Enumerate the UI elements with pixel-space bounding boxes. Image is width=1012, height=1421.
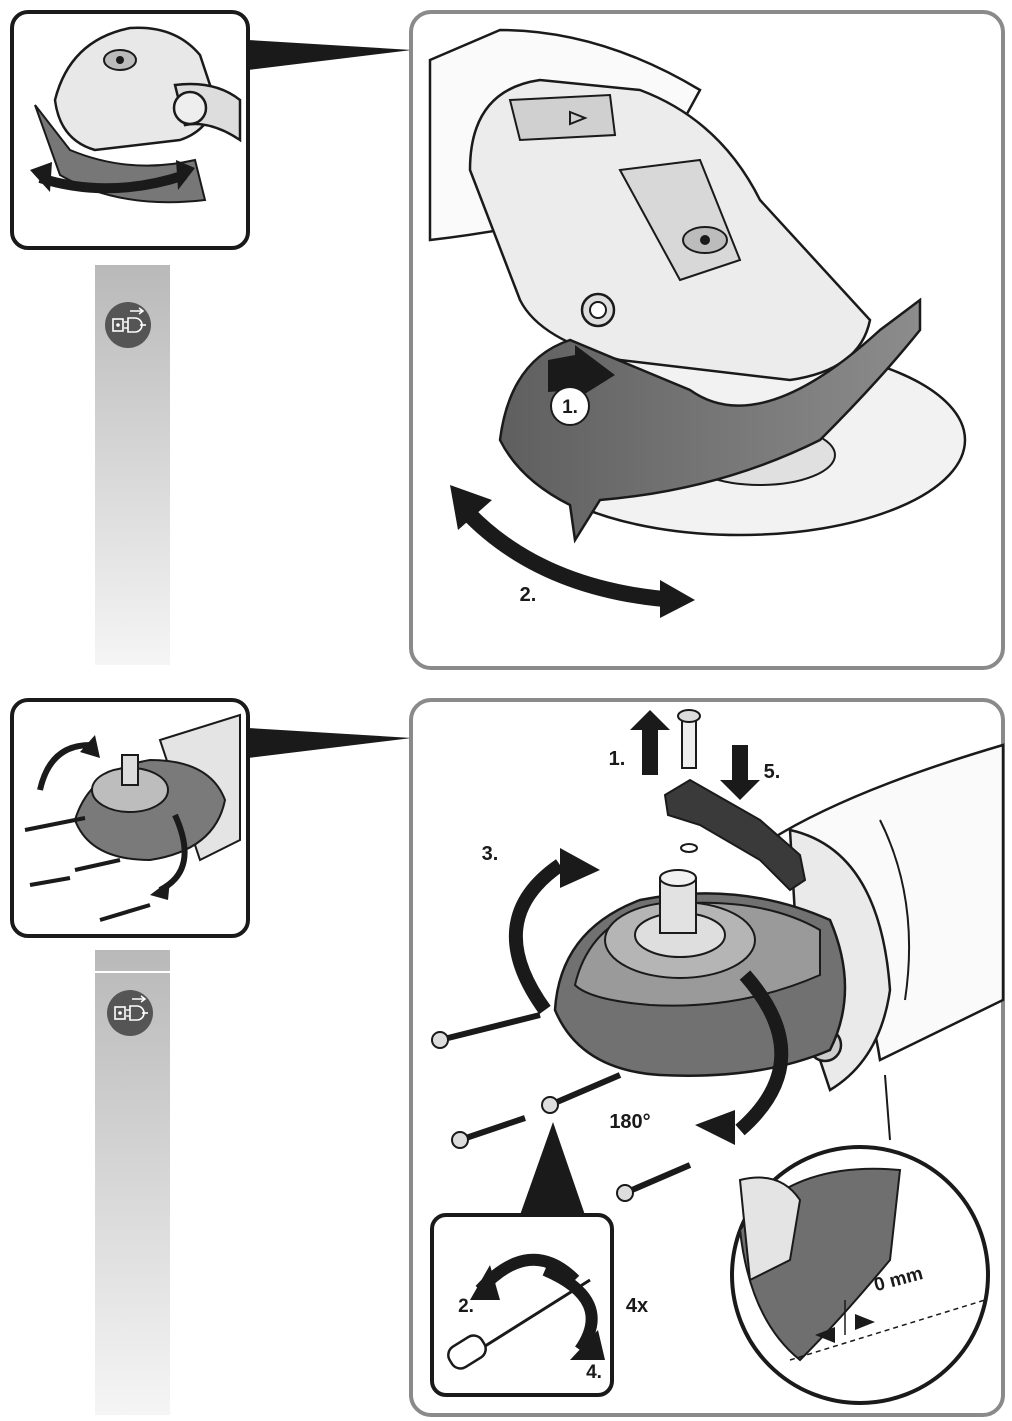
step-2-label: 2. (520, 584, 537, 606)
arrow-up (630, 710, 670, 775)
panel-gearhead-rotate: 1. 5. 3. 180° (409, 698, 1005, 1417)
detail-gap-zoom: 0 mm (730, 1145, 990, 1405)
detail-step-4-label: 4. (586, 1362, 602, 1383)
unplug-icon (105, 302, 151, 348)
lock-lever (663, 778, 807, 892)
fixing-screw (681, 717, 697, 769)
step-5-label: 5. (764, 761, 781, 783)
spindle (659, 877, 697, 934)
screws (431, 1012, 692, 1202)
press-arrow (548, 345, 615, 400)
rotate-arrow (459, 504, 676, 608)
step-3-label: 3. (482, 843, 499, 865)
unplug-icon (107, 990, 153, 1036)
angle-label: 180° (609, 1111, 650, 1133)
inset-gearhead-overview (10, 698, 412, 938)
detail-screwdriver: 2. 4. (430, 1213, 614, 1397)
panel-guard-rotate: 1. 2. (409, 10, 1005, 670)
step-1-label: 1. (609, 748, 626, 770)
wheel-guard (498, 297, 922, 544)
detail-step-2-label: 2. (458, 1296, 474, 1317)
rotate-arrow-3 (508, 859, 565, 1015)
repeat-count-label: 4x (626, 1295, 648, 1317)
arrow-down (720, 745, 760, 800)
inset-guard-overview (10, 10, 412, 250)
step-1-label: 1. (562, 397, 578, 418)
rotate-arrow-180 (735, 970, 789, 1136)
